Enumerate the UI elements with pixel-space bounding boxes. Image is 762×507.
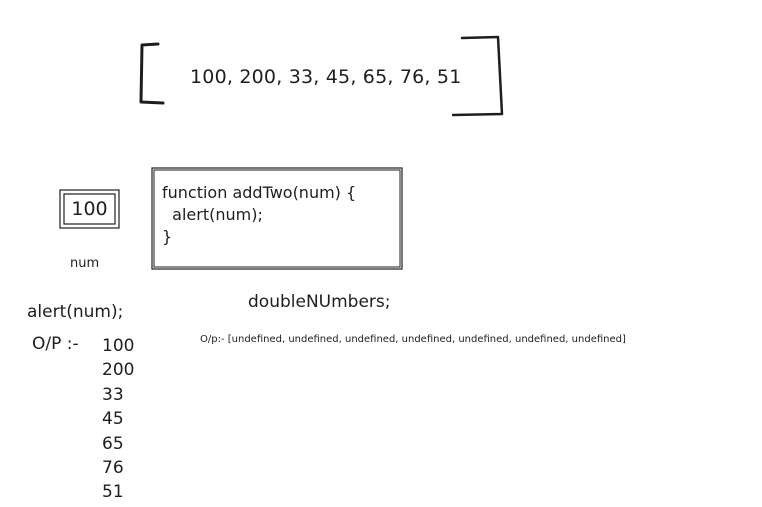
output-value: 33	[102, 384, 124, 405]
code-line: }	[162, 227, 173, 246]
double-numbers-output: O/p:- [undefined, undefined, undefined, …	[200, 334, 626, 345]
array-values: 100, 200, 33, 45, 65, 76, 51	[190, 66, 462, 88]
output-value: 76	[102, 458, 124, 479]
output-value: 200	[102, 360, 135, 381]
output-value: 65	[102, 433, 124, 454]
function-code: function addTwo(num) { alert(num); }	[162, 182, 356, 248]
output-value: 100	[102, 336, 135, 356]
code-line: function addTwo(num) {	[162, 183, 357, 202]
left-bracket	[139, 42, 165, 105]
variable-label: num	[70, 256, 100, 271]
variable-box-value: 100	[71, 198, 108, 220]
output-values-list: 100 200 33 45 65 76 51	[102, 334, 134, 505]
output-prefix: O/P :-	[32, 334, 79, 354]
output-value: 51	[102, 482, 124, 503]
double-numbers-label: doubleNUmbers;	[248, 292, 391, 312]
alert-call-label: alert(num);	[27, 302, 124, 322]
code-line: alert(num);	[162, 205, 263, 224]
output-value: 45	[102, 409, 124, 430]
